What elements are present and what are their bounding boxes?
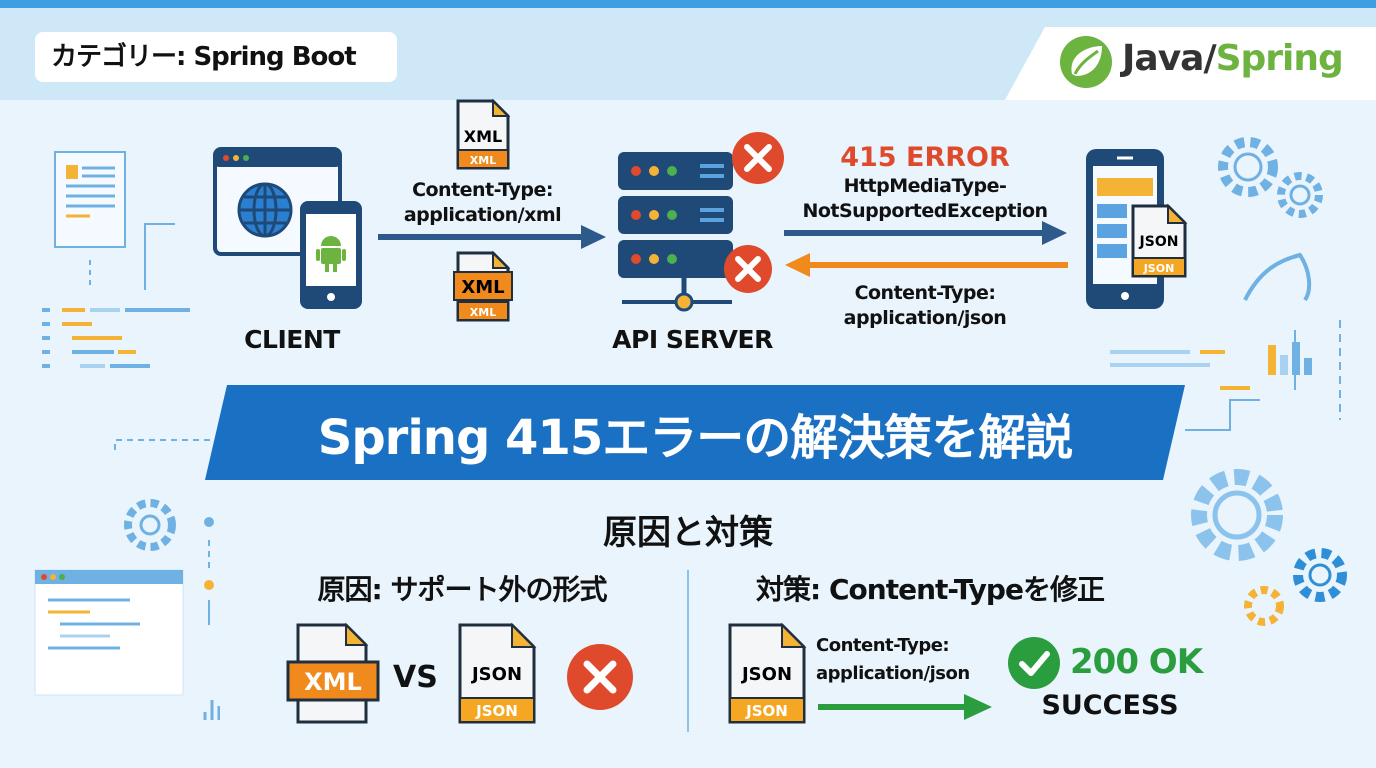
success-arrow [818, 694, 992, 720]
title-banner [205, 385, 1185, 480]
section-divider [687, 570, 689, 732]
top-stripe [0, 0, 1376, 8]
request-arrow [378, 225, 606, 249]
gear-icon [1277, 172, 1323, 218]
svg-text:JSON: JSON [1143, 262, 1175, 275]
fix-content-type: Content-Type: application/json [816, 632, 970, 688]
gear-icon [1293, 548, 1347, 602]
logo-spring: Spring [1215, 38, 1344, 79]
response-arrows [784, 221, 1068, 277]
category-badge: カテゴリー: Spring Boot [35, 32, 397, 82]
svg-text:JSON: JSON [745, 702, 788, 720]
section-heading: 原因と対策 [603, 513, 773, 553]
fix-header-value: application/json [816, 663, 970, 684]
error-code: 415 ERROR [840, 142, 1010, 173]
dots-decoration [204, 517, 214, 625]
xml-file-icon: XML [286, 622, 380, 724]
window-decoration-left [34, 439, 220, 720]
xml-file-icon: XML XML [453, 250, 513, 322]
success-label: SUCCESS [1041, 690, 1179, 721]
svg-text:XML: XML [461, 277, 504, 298]
exception-line-2: NotSupportedException [802, 200, 1048, 222]
xml-file-icon: XML XML [456, 98, 511, 170]
fix-header-name: Content-Type: [816, 635, 950, 656]
svg-text:JSON: JSON [1139, 234, 1179, 250]
exception-name: HttpMediaType- NotSupportedException [790, 174, 1060, 224]
response-header-value: application/json [843, 307, 1007, 329]
mobile-client-icon: JSON JSON [1086, 149, 1188, 309]
logo-text: Java/Spring [1122, 38, 1344, 79]
fix-heading: 対策: Content-Typeを修正 [756, 573, 1105, 606]
svg-text:XML: XML [470, 154, 496, 167]
svg-text:JSON: JSON [740, 664, 792, 685]
error-x-icon [732, 132, 784, 184]
request-header-value: application/xml [403, 204, 562, 226]
request-header-name: Content-Type: [412, 179, 553, 201]
json-file-icon: JSON JSON [728, 622, 807, 724]
status-ok: 200 OK [1070, 642, 1203, 682]
api-server-icon [618, 132, 784, 312]
error-x-icon [567, 644, 633, 710]
exception-line-1: HttpMediaType- [843, 175, 1007, 197]
vs-label: VS [393, 660, 438, 695]
gear-icon [1191, 469, 1283, 561]
svg-text:JSON: JSON [475, 702, 518, 720]
spring-leaf-icon [1060, 36, 1112, 88]
svg-text:XML: XML [470, 306, 496, 319]
response-header-name: Content-Type: [854, 282, 996, 304]
android-icon [316, 236, 346, 272]
code-decoration-left [42, 151, 190, 368]
server-label: API SERVER [612, 325, 773, 354]
logo-java: Java/ [1122, 38, 1217, 79]
svg-text:XML: XML [304, 668, 362, 696]
page-title: Spring 415エラーの解決策を解説 [317, 410, 1074, 466]
check-circle-icon [1008, 637, 1060, 689]
request-content-type: Content-Type: application/xml [380, 178, 585, 228]
svg-text:XML: XML [464, 127, 502, 146]
svg-text:JSON: JSON [470, 664, 522, 685]
client-label: CLIENT [244, 325, 340, 354]
gear-icon [1244, 586, 1284, 626]
client-devices-icon [213, 147, 362, 309]
gear-icon [1218, 137, 1278, 197]
cause-heading: 原因: サポート外の形式 [317, 573, 608, 606]
gears-decoration-right [1110, 137, 1347, 626]
json-file-icon: JSON JSON [458, 622, 537, 724]
response-content-type: Content-Type: application/json [800, 281, 1050, 331]
gear-icon [124, 499, 176, 551]
error-x-icon [724, 245, 772, 293]
